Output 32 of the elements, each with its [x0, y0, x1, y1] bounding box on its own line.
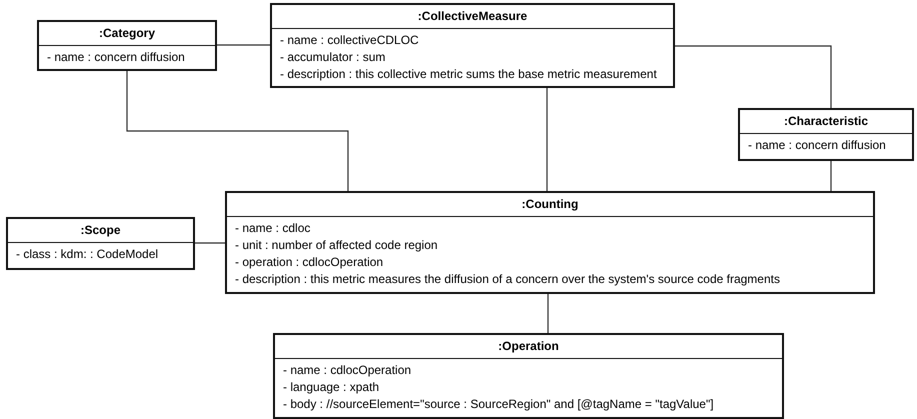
operation-object-box [273, 333, 784, 419]
attribute-text: - operation : cdlocOperation [235, 254, 384, 271]
attribute-text: - class : kdm: : CodeModel [16, 246, 158, 263]
object-name: :Scope [8, 219, 193, 243]
attribute-text: - name : cdloc [235, 220, 310, 237]
attribute-text: - unit : number of affected code region [235, 237, 438, 254]
object-name: :CollectiveMeasure [272, 5, 673, 29]
association-line [547, 294, 549, 333]
attribute-text: - name : cdlocOperation [283, 362, 412, 379]
association-line [675, 45, 832, 108]
attribute-text: - description : this collective metric sums the base metric measurement [280, 66, 657, 83]
association-line [195, 242, 225, 244]
attribute-text: - language : xpath [283, 379, 380, 396]
category-object-box [37, 20, 217, 71]
attribute-text: - name : concern diffusion [748, 137, 886, 154]
object-name: :Counting [227, 193, 873, 217]
association-line [830, 161, 832, 191]
association-line [126, 71, 349, 191]
association-line [546, 88, 548, 191]
attribute-text: - body : //sourceElement="source : SourceRegion" and [@tagName = "tagValue"] [283, 396, 714, 413]
attribute-text: - name : collectiveCDLOC [280, 32, 419, 49]
collective-measure-object-box [270, 3, 675, 88]
characteristic-object-box [738, 108, 914, 161]
scope-object-box [6, 217, 195, 270]
association-line [217, 44, 270, 46]
attribute-text: - name : concern diffusion [47, 49, 185, 66]
object-name: :Operation [275, 335, 782, 359]
attribute-text: - accumulator : sum [280, 49, 386, 66]
counting-object-box [225, 191, 875, 294]
object-name: :Characteristic [740, 110, 912, 134]
object-name: :Category [39, 22, 215, 46]
attribute-text: - description : this metric measures the diffusion of a concern over the system's source code fragments [235, 271, 780, 288]
